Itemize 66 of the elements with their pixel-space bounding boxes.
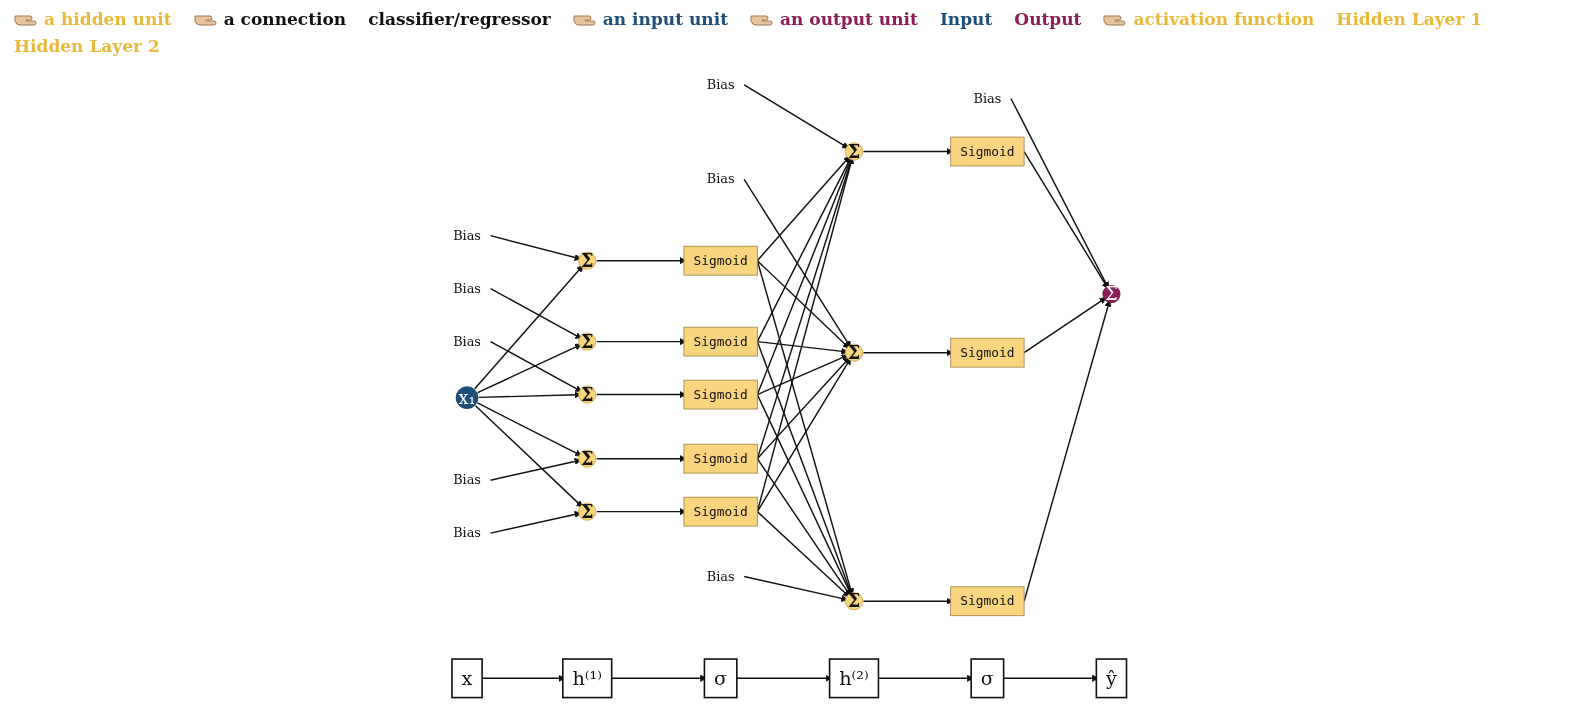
node-circle: Σ [578,449,597,468]
node-box: h⁽¹⁾ [562,658,613,699]
node-box: σ [703,658,738,699]
node-box: Sigmoid [683,443,758,474]
arrow [743,84,849,149]
arrow [756,259,850,349]
annotation-text: activation function [1133,9,1315,29]
arrow [756,357,852,513]
node-circle: Σ [578,251,597,270]
arrow [756,156,852,343]
arrow [1023,297,1107,354]
node-circle: Σ [578,385,597,404]
node-circle: Σ [1102,285,1121,304]
annotation-text: a hidden unit [44,9,172,29]
arrow [474,405,584,508]
node-box: Sigmoid [683,496,758,527]
node-text: Bias [706,171,735,187]
node-text: Bias [453,525,481,541]
node-box: Sigmoid [683,326,758,357]
node-circle: Σ [578,332,597,351]
node-circle: x₁ [455,386,479,409]
node-box: Sigmoid [683,379,758,410]
arrow [756,155,851,262]
node-circle: Σ [578,502,597,521]
annotation-text: Hidden Layer 2 [14,36,160,56]
arrow [756,340,853,596]
node-box: h⁽²⁾ [828,658,880,699]
node-text: Bias [453,472,481,488]
annotation-text: classifier/regressor [368,9,551,29]
node-box: Sigmoid [683,245,758,276]
arrow [476,402,582,457]
arrow [756,457,851,597]
annotation-text: Output [1014,9,1082,29]
arrow [756,157,853,396]
node-circle: Σ [844,343,864,362]
node-text: Bias [706,568,735,584]
node-text: Bias [453,280,481,296]
arrow [1010,97,1109,289]
arrow [756,354,849,396]
arrow [1023,150,1109,290]
node-box: Sigmoid [950,337,1025,368]
annotation-text: Input [939,9,993,29]
arrow [474,265,584,390]
node-box: ŷ [1095,658,1128,699]
arrow [756,393,852,596]
node-box: Sigmoid [950,586,1025,617]
arrow [489,287,583,339]
node-text: Bias [973,90,1002,106]
annotation-text: Hidden Layer 1 [1336,9,1483,29]
arrow [476,343,582,394]
arrow [756,510,850,598]
node-circle: Σ [844,592,864,611]
annotation-text: an output unit [780,9,918,29]
node-box: x [451,658,483,699]
arrow [489,340,583,392]
arrow [756,157,855,513]
annotation-text: an input unit [602,9,728,29]
node-text: Bias [453,227,481,243]
arrow [743,178,851,348]
node-box: Sigmoid [950,136,1025,167]
arrow [756,259,854,596]
node-text: Bias [706,76,735,93]
node-circle: Σ [844,142,864,161]
node-text: Bias [453,333,481,349]
annotation-text: a connection [223,9,347,29]
node-box: σ [970,658,1005,699]
